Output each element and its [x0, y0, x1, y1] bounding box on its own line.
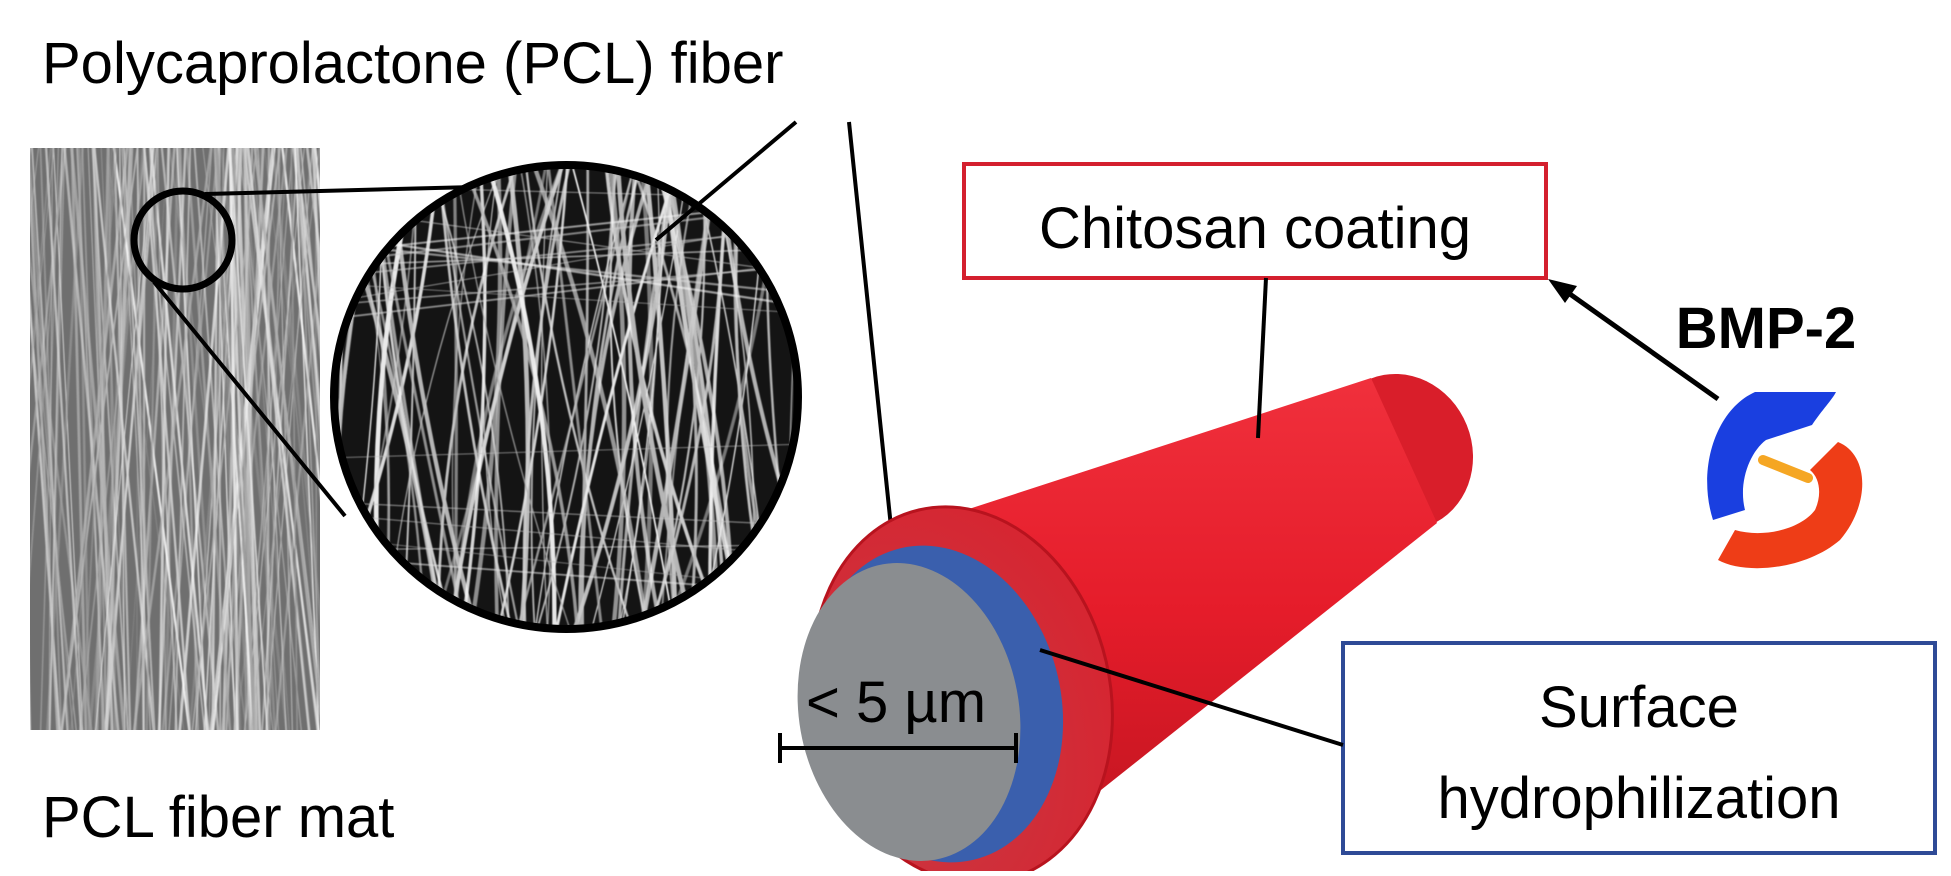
- scale-label: < 5 µm: [806, 670, 986, 735]
- bmp2-protein-icon: [1707, 392, 1862, 568]
- surface-label-line-2: hydrophilization: [1437, 766, 1840, 831]
- magnified-fiber-circle: [231, 150, 916, 650]
- mat-label: PCL fiber mat: [42, 785, 394, 850]
- title-pointer-line-1: [656, 122, 796, 240]
- bmp2-label: BMP-2: [1676, 296, 1856, 361]
- chitosan-label: Chitosan coating: [1039, 196, 1471, 261]
- surface-label-line-1: Surface: [1539, 675, 1739, 740]
- title-label: Polycaprolactone (PCL) fiber: [42, 31, 783, 96]
